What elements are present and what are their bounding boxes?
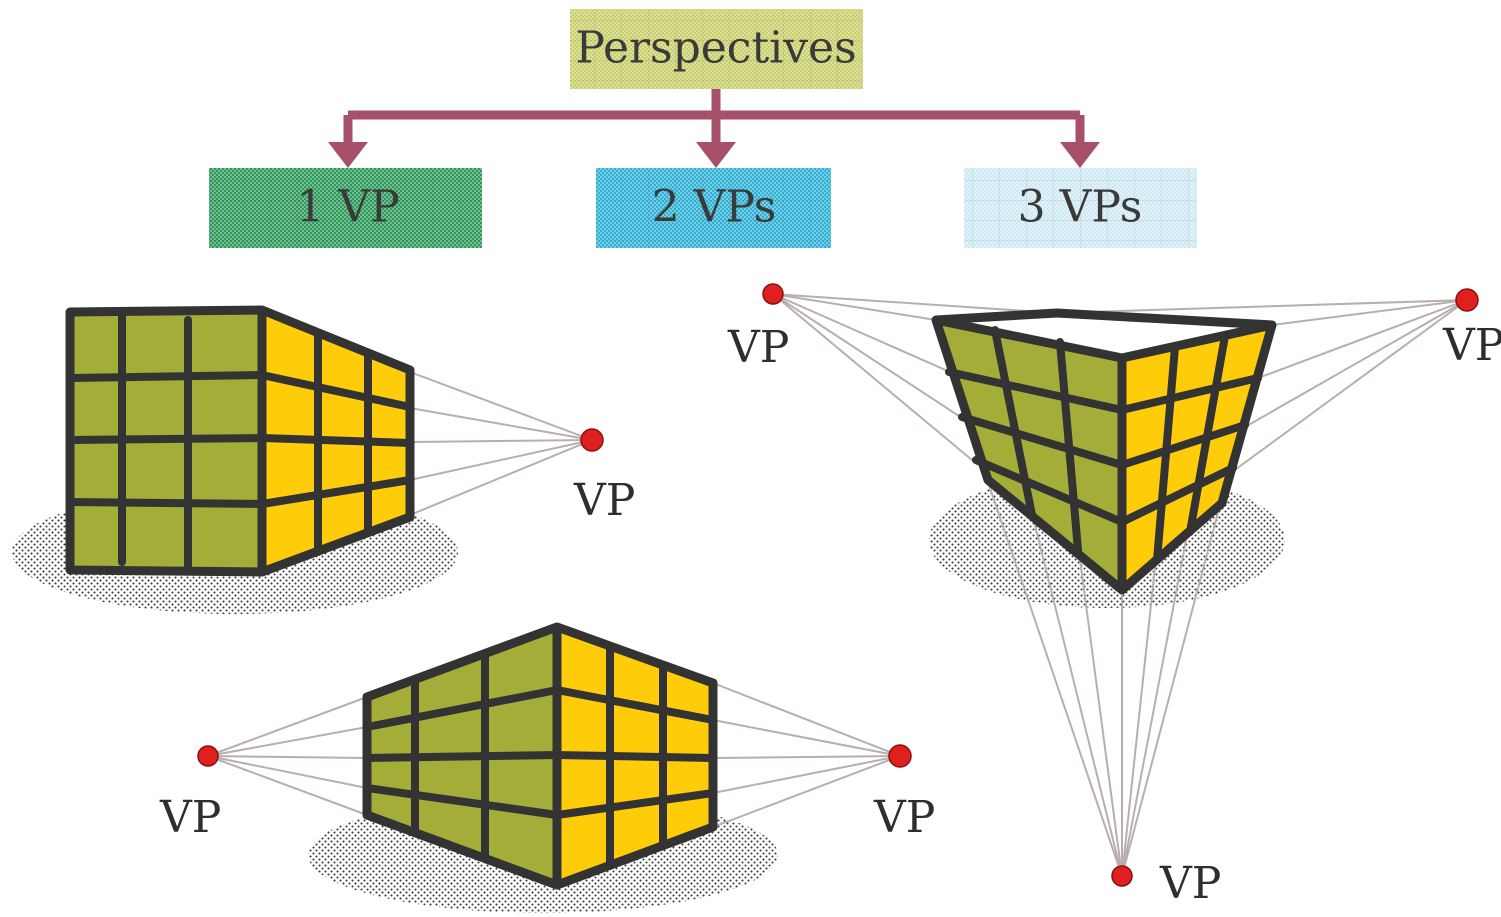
vp-label: VP [573,475,635,526]
vp-label-left: VP [159,792,221,843]
cube-grid [945,326,1262,564]
category-box-grid [596,168,831,248]
arrow-head-1vp [328,142,368,168]
vp-label-bottom: VP [1159,858,1221,909]
category-box-grid [209,168,482,248]
connector-lines [343,89,1085,142]
guide-lines-left [207,696,368,816]
vp-dot-right [888,744,912,768]
guide-lines-upper-right [1056,299,1468,473]
root-node: Perspectives [570,9,863,89]
tree-connectors [328,89,1100,168]
one-point-figure: VP [12,305,635,614]
category-label-2vps: 2 VPs [652,182,777,233]
arrow-head-2vps [696,142,736,168]
vp-dot-bottom [1111,865,1133,887]
vp-label-upper-left: VP [727,322,789,373]
vp-dot-upper-left [762,283,784,305]
category-3vps: 3 VPs [964,168,1197,248]
vp-label-right: VP [873,792,935,843]
cube-grid [66,307,414,574]
guide-lines-bottom [987,481,1221,877]
two-point-figure: VP VP [159,622,935,913]
guide-lines-right [712,682,901,828]
vp-dot-upper-right [1455,288,1479,312]
category-1vp: 1 VP [209,168,482,248]
cube-outline [931,308,1277,595]
guide-lines-upper-left [772,293,1058,466]
vp-label-upper-right: VP [1442,320,1501,371]
root-label: Perspectives [575,23,856,74]
category-label-3vps: 3 VPs [1018,182,1143,233]
category-box-grid [964,168,1197,248]
root-box-grid [570,9,863,89]
arrow-head-3vps [1060,142,1100,168]
category-label-1vp: 1 VP [296,182,399,233]
vp-dot-left [197,745,219,767]
guide-lines [409,371,593,516]
vp-dot [580,428,604,452]
cube-grid [363,642,717,870]
category-2vps: 2 VPs [596,168,831,248]
three-point-figure: VP VP VP [727,283,1501,909]
